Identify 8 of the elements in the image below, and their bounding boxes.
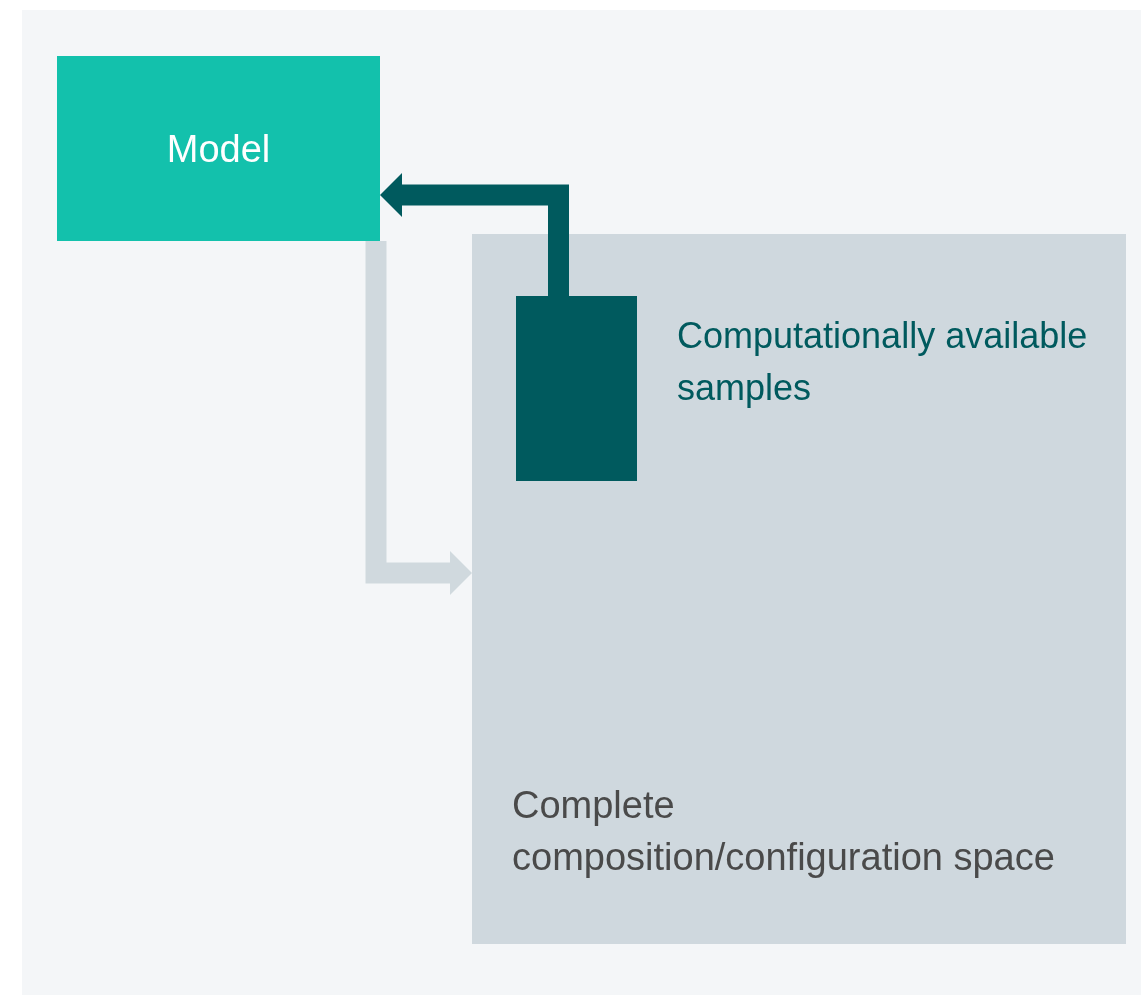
node-caption: Computationally available samples <box>677 314 1089 410</box>
arrow <box>365 241 472 595</box>
arrow <box>380 173 569 296</box>
space-region <box>472 234 1126 944</box>
node-label: Model <box>165 126 272 172</box>
model-box <box>57 56 380 241</box>
region-label: Complete composition/configuration space <box>512 783 1056 880</box>
samples-block <box>516 296 637 481</box>
